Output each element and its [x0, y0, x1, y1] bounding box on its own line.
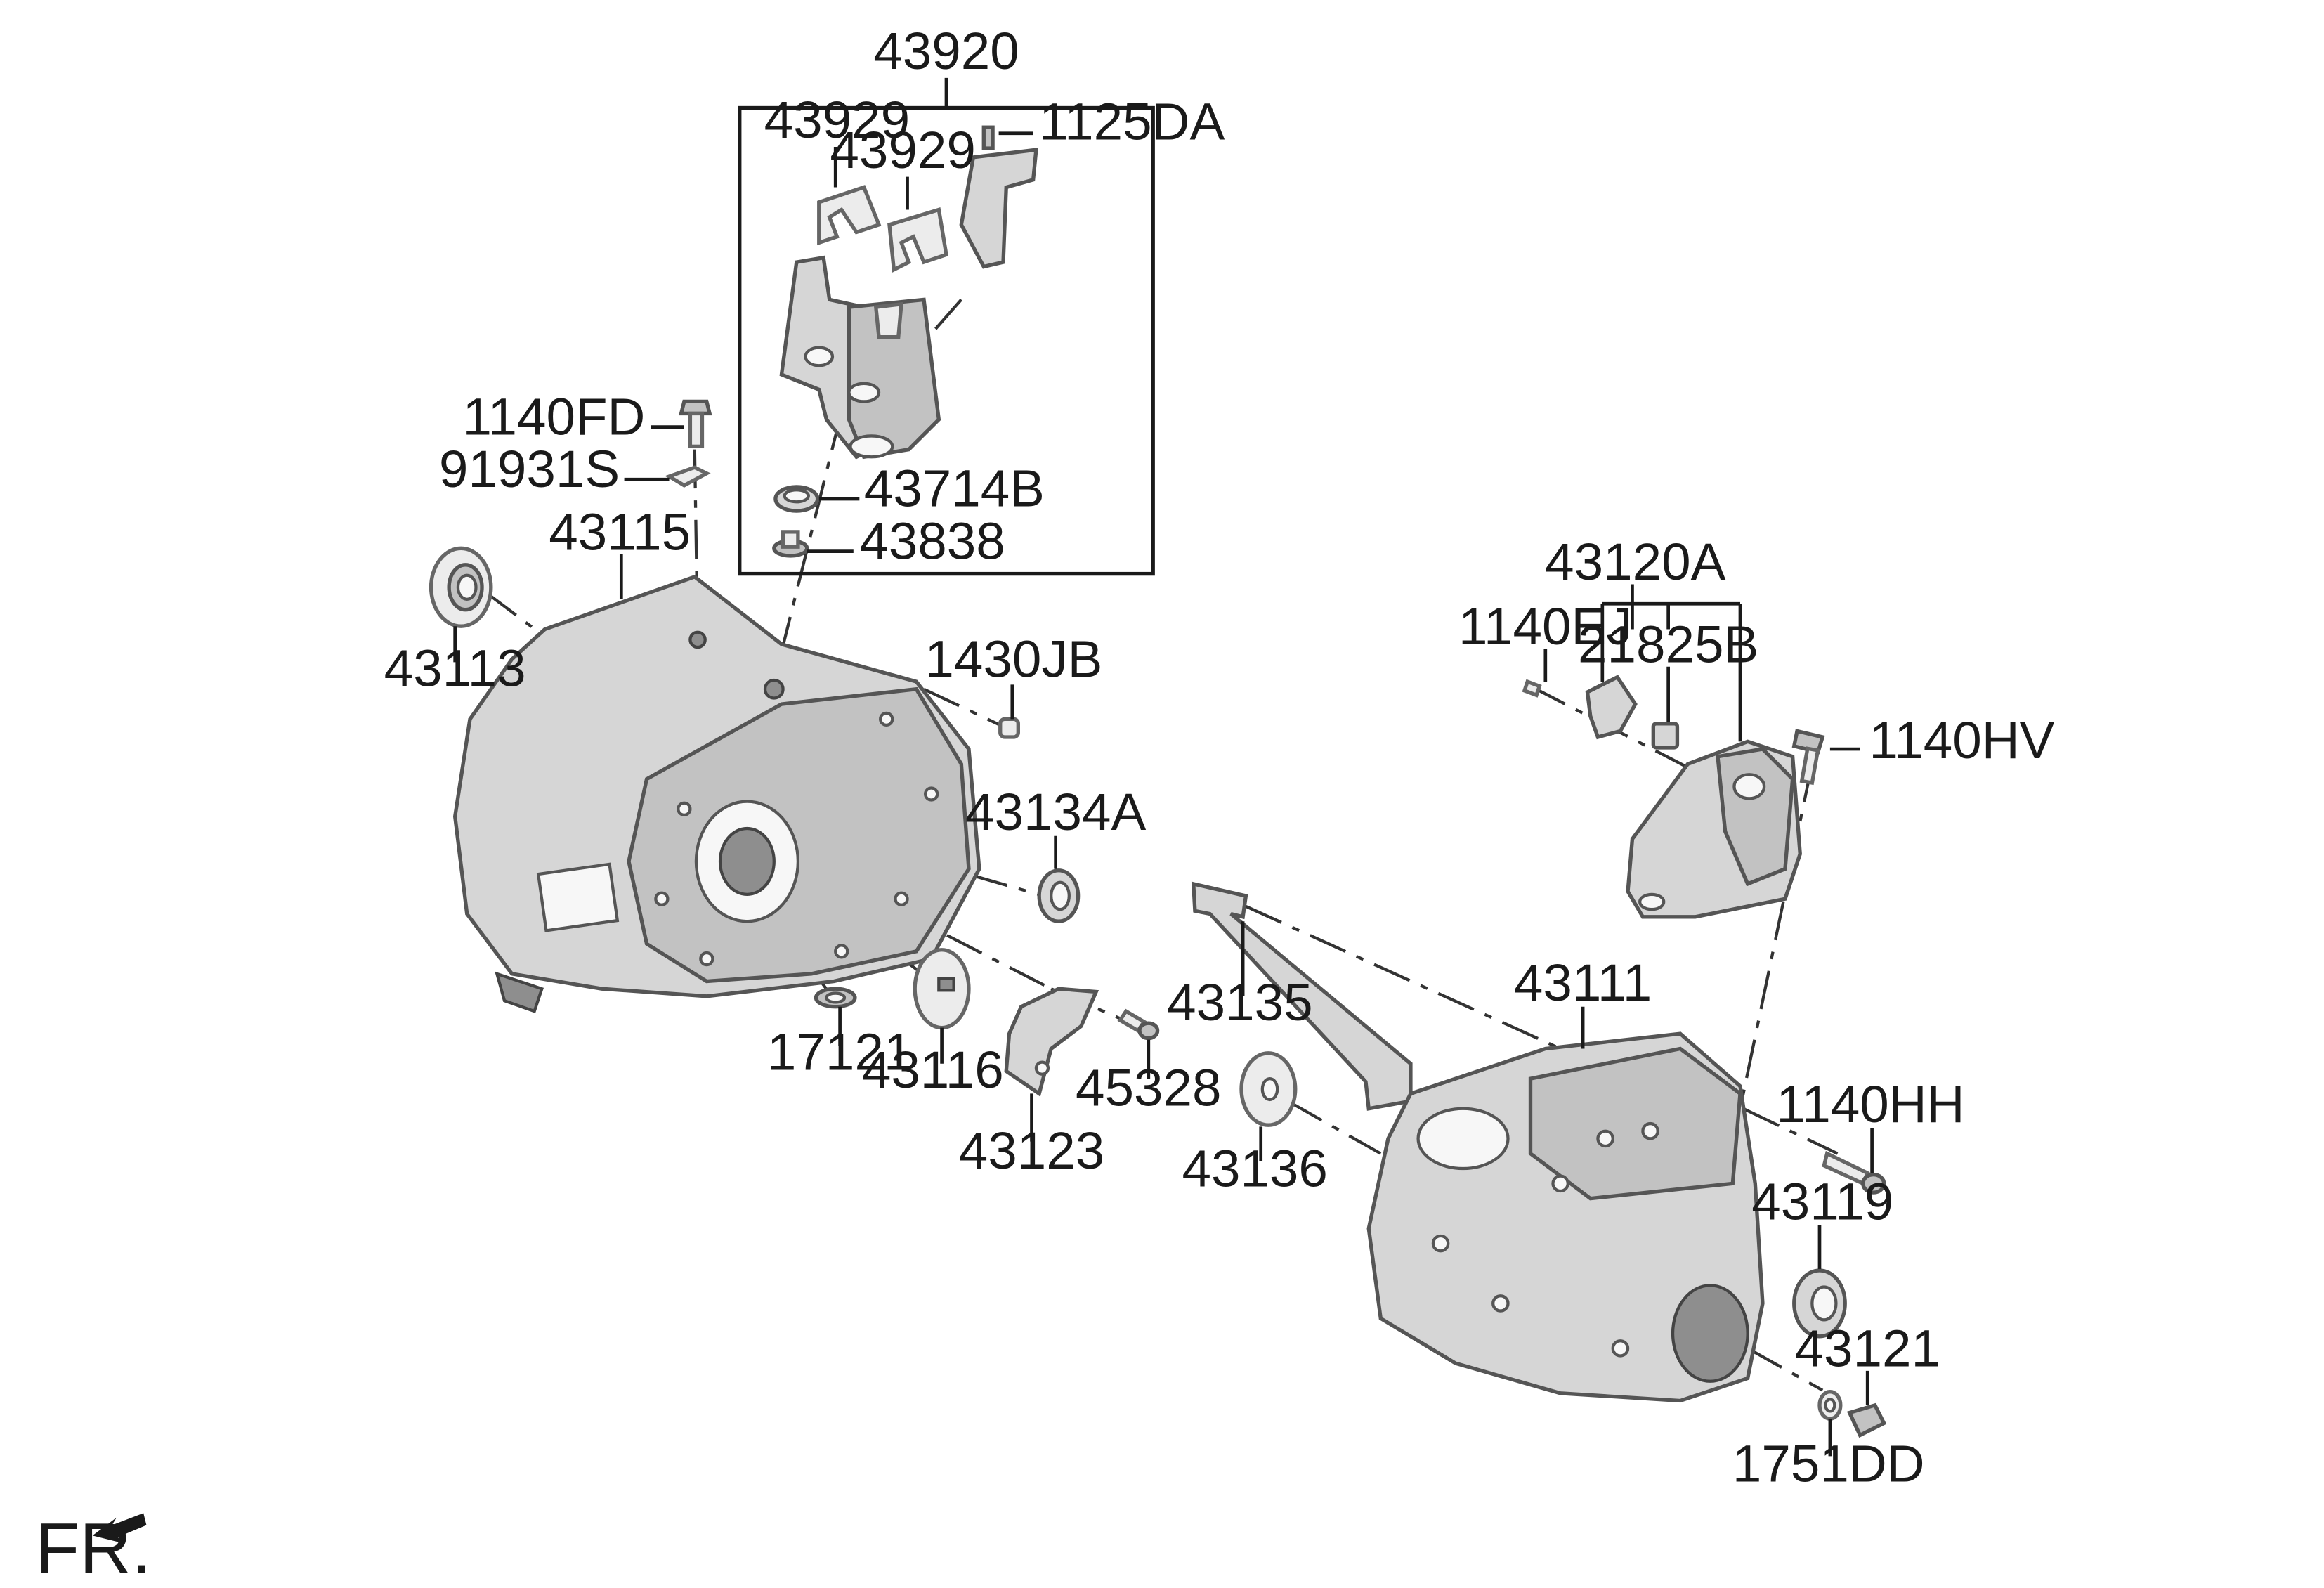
callout-43920: 43920 — [873, 21, 1019, 80]
callout-43929-a: 43929 — [764, 90, 910, 149]
disc-43136 — [1239, 1051, 1298, 1127]
callout-43929-b: 43929 — [830, 120, 975, 179]
washer-17121 — [814, 987, 857, 1009]
front-arrow-icon — [92, 1513, 147, 1544]
bracket-43123 — [1004, 987, 1099, 1097]
bolt-1140HH — [1822, 1150, 1886, 1195]
transmission-case-43111 — [1366, 1031, 1765, 1403]
callout-1140HV: 1140HV — [1869, 710, 2054, 769]
callout-43116: 43116 — [862, 1040, 1004, 1099]
front-orientation-indicator: FR. — [36, 1508, 152, 1588]
callout-21825B: 21825B — [1578, 614, 1758, 673]
callout-43134A: 43134A — [965, 782, 1146, 841]
callout-43136: 43136 — [1182, 1139, 1327, 1198]
bolt-1140EJ — [1522, 679, 1542, 698]
callout-43135: 43135 — [1167, 972, 1312, 1031]
callout-43120A: 43120A — [1545, 532, 1725, 591]
callout-91931S: 91931S — [439, 439, 620, 498]
bolt-1140FD — [679, 399, 712, 449]
callout-43119: 43119 — [1751, 1172, 1893, 1231]
ring-1751DD — [1817, 1390, 1843, 1421]
callout-1125DA: 1125DA — [1039, 91, 1225, 150]
seal-43134A — [1037, 868, 1081, 923]
callout-43111: 43111 — [1514, 953, 1652, 1012]
plug-1430JB — [998, 717, 1020, 739]
bolt-1140HV — [1791, 729, 1825, 786]
leader-lines — [453, 77, 1874, 1457]
callout-1751DD: 1751DD — [1732, 1434, 1925, 1493]
bolt-45328 — [1117, 1008, 1160, 1041]
plate-43116 — [913, 948, 971, 1030]
callout-1140EJ: 1140EJ — [1458, 597, 1633, 656]
callout-1430JB: 1430JB — [925, 630, 1102, 689]
washer-43838 — [772, 530, 809, 558]
part-callouts: 43920 43929 43929 1125DA 1140FD 91931S 4… — [384, 21, 2055, 1493]
bushing-43714B — [773, 485, 820, 513]
plug-43121 — [1846, 1402, 1887, 1438]
callout-17121: 17121 — [767, 1022, 913, 1081]
plate-43929-a — [817, 185, 882, 246]
bracket-1125DA — [959, 125, 1038, 269]
callout-1140HH: 1140HH — [1776, 1074, 1964, 1133]
bracket-1140EJ-clip — [1585, 675, 1638, 740]
clutch-housing-43115 — [452, 574, 981, 1013]
shift-lever-bracket-43920 — [779, 255, 941, 460]
seal-43113 — [429, 546, 493, 628]
mount-bracket-43120A — [1626, 739, 1802, 919]
seal-43119 — [1792, 1268, 1847, 1339]
callout-1140FD: 1140FD — [463, 386, 646, 445]
bushing-21825B — [1651, 722, 1680, 750]
callout-43115: 43115 — [549, 502, 691, 561]
callout-43113: 43113 — [384, 638, 526, 697]
callout-43838: 43838 — [859, 511, 1005, 570]
bracket-91931S — [665, 465, 711, 488]
callout-45328: 45328 — [1076, 1057, 1221, 1117]
callout-43123: 43123 — [959, 1121, 1104, 1180]
plate-43929-b — [887, 207, 948, 273]
callout-43121: 43121 — [1794, 1318, 1940, 1377]
callout-43714B: 43714B — [864, 459, 1045, 518]
